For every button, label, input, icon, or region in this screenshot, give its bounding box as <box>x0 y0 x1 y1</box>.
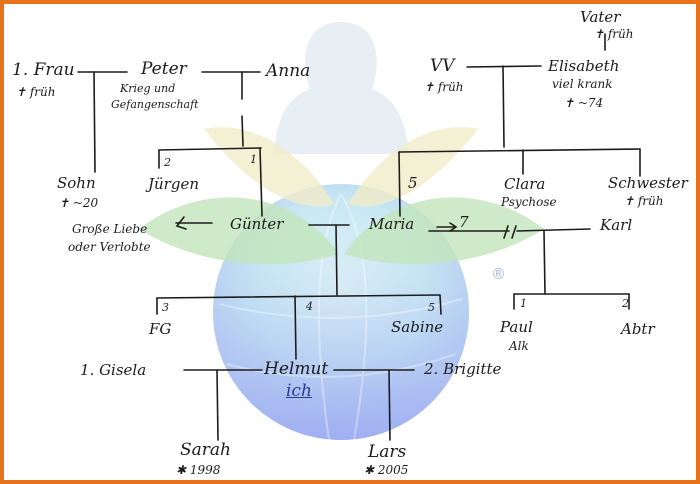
person-maria-arrow-num: 7 <box>459 213 469 231</box>
person-vater-note: ✝ früh <box>594 27 634 41</box>
person-grosse-liebe-line1: Große Liebe <box>72 222 148 236</box>
person-vv-note: ✝ früh <box>424 80 464 94</box>
person-schwester-note: ✝ früh <box>624 194 664 208</box>
person-schwester-name: Schwester <box>608 174 688 192</box>
person-juergen-num: 2 <box>164 156 171 169</box>
person-frau1-note: ✝ früh <box>16 85 56 99</box>
person-guenter-name: Günter <box>230 215 284 233</box>
person-sohn-name: Sohn <box>57 174 96 192</box>
person-clara-name: Clara <box>504 175 546 193</box>
person-paul-name: Paul <box>500 318 533 336</box>
person-maria-num: 5 <box>408 174 418 192</box>
person-peter-note1: Krieg und <box>120 82 176 95</box>
person-sabine-num: 5 <box>428 301 435 314</box>
genogram-canvas: ® <box>77 22 641 441</box>
person-sarah-birth: ✱ 1998 <box>176 463 221 477</box>
person-sohn-note: ✝ ~20 <box>59 196 99 210</box>
person-paul-num: 1 <box>520 297 527 310</box>
person-vater-name: Vater <box>580 8 621 26</box>
person-abtr-name: Abtr <box>621 320 655 338</box>
person-grosse-liebe-line2: oder Verlobte <box>68 240 151 254</box>
person-sabine-name: Sabine <box>391 318 444 336</box>
person-maria-name: Maria <box>369 215 415 233</box>
person-clara-note: Psychose <box>501 195 557 209</box>
person-brigitte-name: 2. Brigitte <box>424 360 502 378</box>
person-vv-name: VV <box>430 56 455 76</box>
person-fg-num: 3 <box>162 301 169 314</box>
person-abtr-num: 2 <box>622 297 629 310</box>
registered-mark: ® <box>491 265 506 283</box>
relationship-lines <box>77 33 641 441</box>
person-helmut-self: ich <box>286 381 312 401</box>
person-sarah-name: Sarah <box>180 440 231 460</box>
person-helmut-name: Helmut <box>264 359 329 379</box>
person-paul-note: Alk <box>509 339 529 353</box>
person-karl-name: Karl <box>600 216 633 234</box>
person-elisabeth-name: Elisabeth <box>548 57 620 75</box>
person-lars-name: Lars <box>368 442 407 462</box>
person-peter-note2: Gefangenschaft <box>111 98 199 111</box>
person-fg-name: FG <box>149 320 172 338</box>
person-elisabeth-note1: viel krank <box>552 77 613 91</box>
person-helmut-num: 4 <box>306 300 313 313</box>
person-lars-birth: ✱ 2005 <box>364 463 409 477</box>
person-gisela-name: 1. Gisela <box>80 361 147 379</box>
person-peter-name: Peter <box>141 59 187 79</box>
person-frau1-name: 1. Frau <box>12 60 75 80</box>
person-elisabeth-note2: ✝ ~74 <box>564 96 604 110</box>
person-guenter-num: 1 <box>250 153 257 166</box>
person-juergen-name: Jürgen <box>148 175 199 193</box>
person-anna-name: Anna <box>266 61 311 81</box>
